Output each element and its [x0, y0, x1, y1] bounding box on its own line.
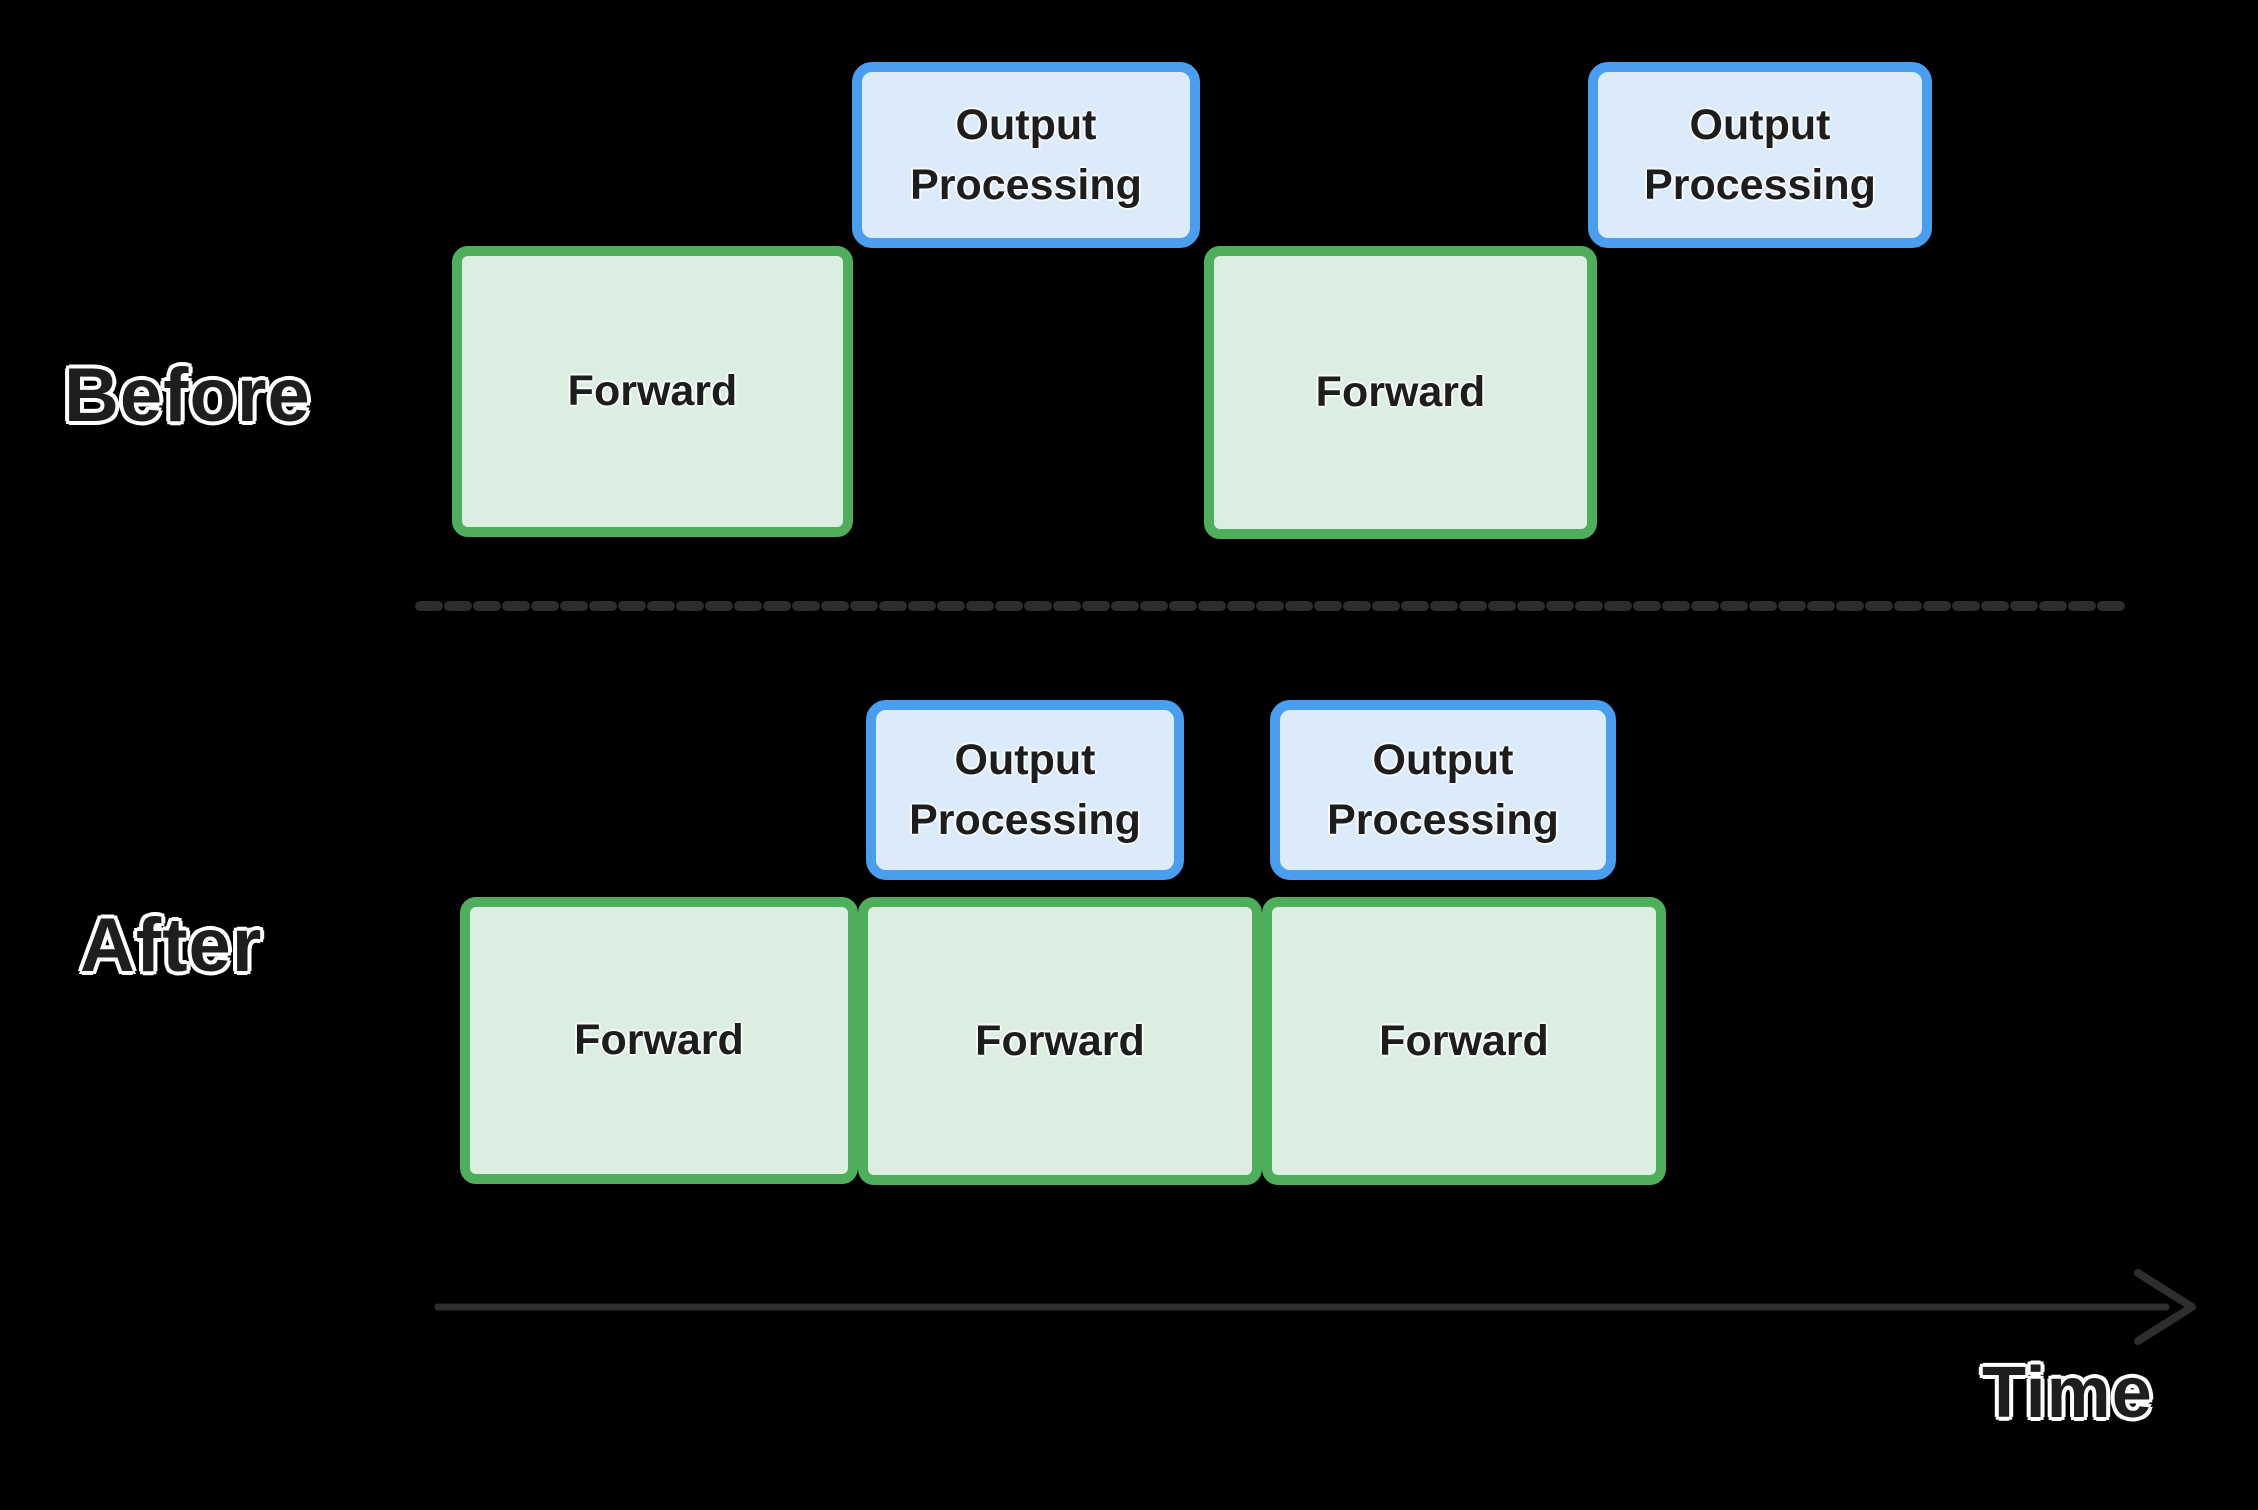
before-row-label: Before: [64, 353, 311, 438]
after-forward-1-box: Forward: [460, 897, 858, 1184]
after-row-label: After: [80, 903, 263, 988]
before-output-processing-2-label: Output Processing: [1644, 100, 1876, 209]
before-forward-1-label: Forward: [567, 367, 738, 416]
time-arrow-icon: [434, 1269, 2196, 1345]
after-output-processing-1-box: Output Processing: [866, 700, 1184, 880]
after-output-processing-1-label: Output Processing: [909, 735, 1141, 844]
after-forward-2-box: Forward: [858, 897, 1262, 1185]
before-forward-2-label: Forward: [1315, 368, 1486, 417]
after-forward-3-box: Forward: [1262, 897, 1666, 1185]
after-forward-1-label: Forward: [574, 1016, 744, 1065]
after-forward-2-label: Forward: [975, 1016, 1145, 1065]
time-axis-label: Time: [1982, 1353, 2153, 1433]
before-output-processing-1-box: Output Processing: [852, 62, 1200, 248]
before-forward-2-box: Forward: [1204, 246, 1597, 539]
after-output-processing-2-box: Output Processing: [1270, 700, 1616, 880]
before-output-processing-1-label: Output Processing: [910, 100, 1142, 209]
before-forward-1-box: Forward: [452, 246, 853, 537]
rows-divider-dashed-line: [415, 601, 2131, 611]
before-output-processing-2-box: Output Processing: [1588, 62, 1932, 248]
after-output-processing-2-label: Output Processing: [1327, 735, 1559, 844]
after-forward-3-label: Forward: [1379, 1016, 1549, 1065]
